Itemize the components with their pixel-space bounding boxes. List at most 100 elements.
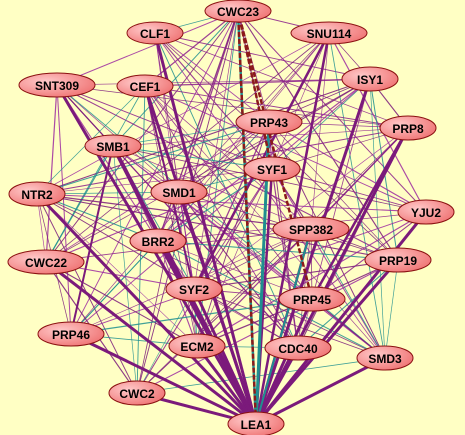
node-ellipse xyxy=(129,228,187,254)
strong-interaction-edge xyxy=(192,288,258,425)
interaction-edge xyxy=(36,127,409,195)
strong-interaction-edge xyxy=(310,127,410,300)
interaction-edge xyxy=(36,193,198,347)
node-ellipse xyxy=(364,247,432,273)
interaction-edge xyxy=(157,240,313,300)
node-ellipse xyxy=(278,286,346,312)
interaction-edge xyxy=(193,127,409,290)
node-prp8[interactable]: PRP8 xyxy=(379,115,437,141)
interaction-edge xyxy=(268,121,427,213)
node-brr2[interactable]: BRR2 xyxy=(129,228,187,254)
interaction-edge xyxy=(45,168,273,263)
node-ellipse xyxy=(227,411,285,435)
strong-interaction-edge xyxy=(70,145,114,335)
node-smb1[interactable]: SMB1 xyxy=(84,134,142,158)
interaction-edge xyxy=(70,78,371,335)
strong-interaction-edge xyxy=(35,192,258,426)
node-ellipse xyxy=(341,66,399,92)
interaction-edge xyxy=(144,85,313,300)
node-spp382[interactable]: SPP382 xyxy=(272,216,350,242)
interaction-edge xyxy=(70,10,239,335)
dashed-interaction-edge xyxy=(236,10,274,170)
node-ellipse xyxy=(243,156,301,182)
interaction-edge xyxy=(36,193,386,359)
interaction-edge xyxy=(271,168,427,213)
node-prp46[interactable]: PRP46 xyxy=(37,321,105,347)
node-label: SYF1 xyxy=(257,163,287,177)
node-smd1[interactable]: SMD1 xyxy=(150,179,208,205)
interaction-edge xyxy=(70,32,330,335)
node-label: LEA1 xyxy=(241,418,272,432)
node-label: PRP46 xyxy=(52,328,90,342)
node-ellipse xyxy=(18,72,96,98)
node-label: CLF1 xyxy=(140,27,170,41)
node-cdc40[interactable]: CDC40 xyxy=(264,335,332,361)
node-snu114[interactable]: SNU114 xyxy=(290,21,368,45)
interaction-edge xyxy=(310,32,330,230)
node-cwc23[interactable]: CWC23 xyxy=(204,0,272,23)
interaction-edge xyxy=(36,121,270,195)
node-prp19[interactable]: PRP19 xyxy=(364,247,432,273)
interaction-edge xyxy=(310,228,386,359)
node-label: CWC23 xyxy=(217,5,259,19)
node-label: SMD1 xyxy=(162,186,196,200)
node-ellipse xyxy=(235,109,303,135)
interaction-edge xyxy=(45,84,58,263)
interaction-edge xyxy=(56,10,239,86)
interaction-edge xyxy=(154,32,399,261)
node-label: CWC22 xyxy=(25,256,67,270)
node-label: NTR2 xyxy=(21,188,53,202)
node-label: SYF2 xyxy=(179,283,209,297)
strong-interaction-edge xyxy=(156,240,258,425)
interaction-edge xyxy=(328,32,427,213)
teal-interaction-edge xyxy=(255,228,312,425)
interaction-edge xyxy=(136,288,195,394)
interaction-edge xyxy=(56,78,371,86)
node-prp45[interactable]: PRP45 xyxy=(278,286,346,312)
interaction-edge xyxy=(154,32,273,170)
node-ellipse xyxy=(126,21,184,45)
node-syf2[interactable]: SYF2 xyxy=(165,276,223,302)
node-clf1[interactable]: CLF1 xyxy=(126,21,184,45)
interaction-edge xyxy=(144,85,409,129)
interaction-edge xyxy=(36,32,330,195)
interaction-edge xyxy=(297,259,399,349)
node-snt309[interactable]: SNT309 xyxy=(18,72,96,98)
node-isy1[interactable]: ISY1 xyxy=(341,66,399,92)
node-yju2[interactable]: YJU2 xyxy=(397,199,455,225)
interaction-edge xyxy=(36,78,371,195)
interaction-edge xyxy=(328,32,386,359)
node-label: CDC40 xyxy=(278,342,318,356)
node-label: ECM2 xyxy=(180,340,214,354)
interaction-edge xyxy=(311,78,371,300)
node-cef1[interactable]: CEF1 xyxy=(116,74,174,98)
interaction-edge xyxy=(56,84,386,359)
dashed-interaction-edge xyxy=(236,10,258,425)
node-ecm2[interactable]: ECM2 xyxy=(168,333,226,359)
node-ellipse xyxy=(8,181,66,207)
interaction-edge xyxy=(154,32,371,80)
interaction-edge xyxy=(271,168,299,349)
node-cwc2[interactable]: CWC2 xyxy=(108,380,166,406)
node-label: PRP43 xyxy=(250,116,288,130)
node-lea1[interactable]: LEA1 xyxy=(227,411,285,435)
node-label: SMD3 xyxy=(368,352,402,366)
node-ellipse xyxy=(204,0,272,23)
node-smd3[interactable]: SMD3 xyxy=(356,345,414,371)
strong-interaction-edge xyxy=(254,127,410,425)
node-label: PRP45 xyxy=(293,293,331,307)
strong-interaction-edge xyxy=(254,211,428,425)
node-label: PRP8 xyxy=(392,122,424,136)
interaction-edge xyxy=(36,168,273,195)
node-cwc22[interactable]: CWC22 xyxy=(7,249,85,275)
node-prp43[interactable]: PRP43 xyxy=(235,109,303,135)
node-syf1[interactable]: SYF1 xyxy=(243,156,301,182)
interaction-edge xyxy=(384,259,399,359)
node-ntr2[interactable]: NTR2 xyxy=(8,181,66,207)
interaction-edge xyxy=(237,10,399,261)
node-ellipse xyxy=(165,276,223,302)
node-label: BRR2 xyxy=(142,235,175,249)
interaction-edge xyxy=(369,78,386,359)
node-ellipse xyxy=(356,345,414,371)
